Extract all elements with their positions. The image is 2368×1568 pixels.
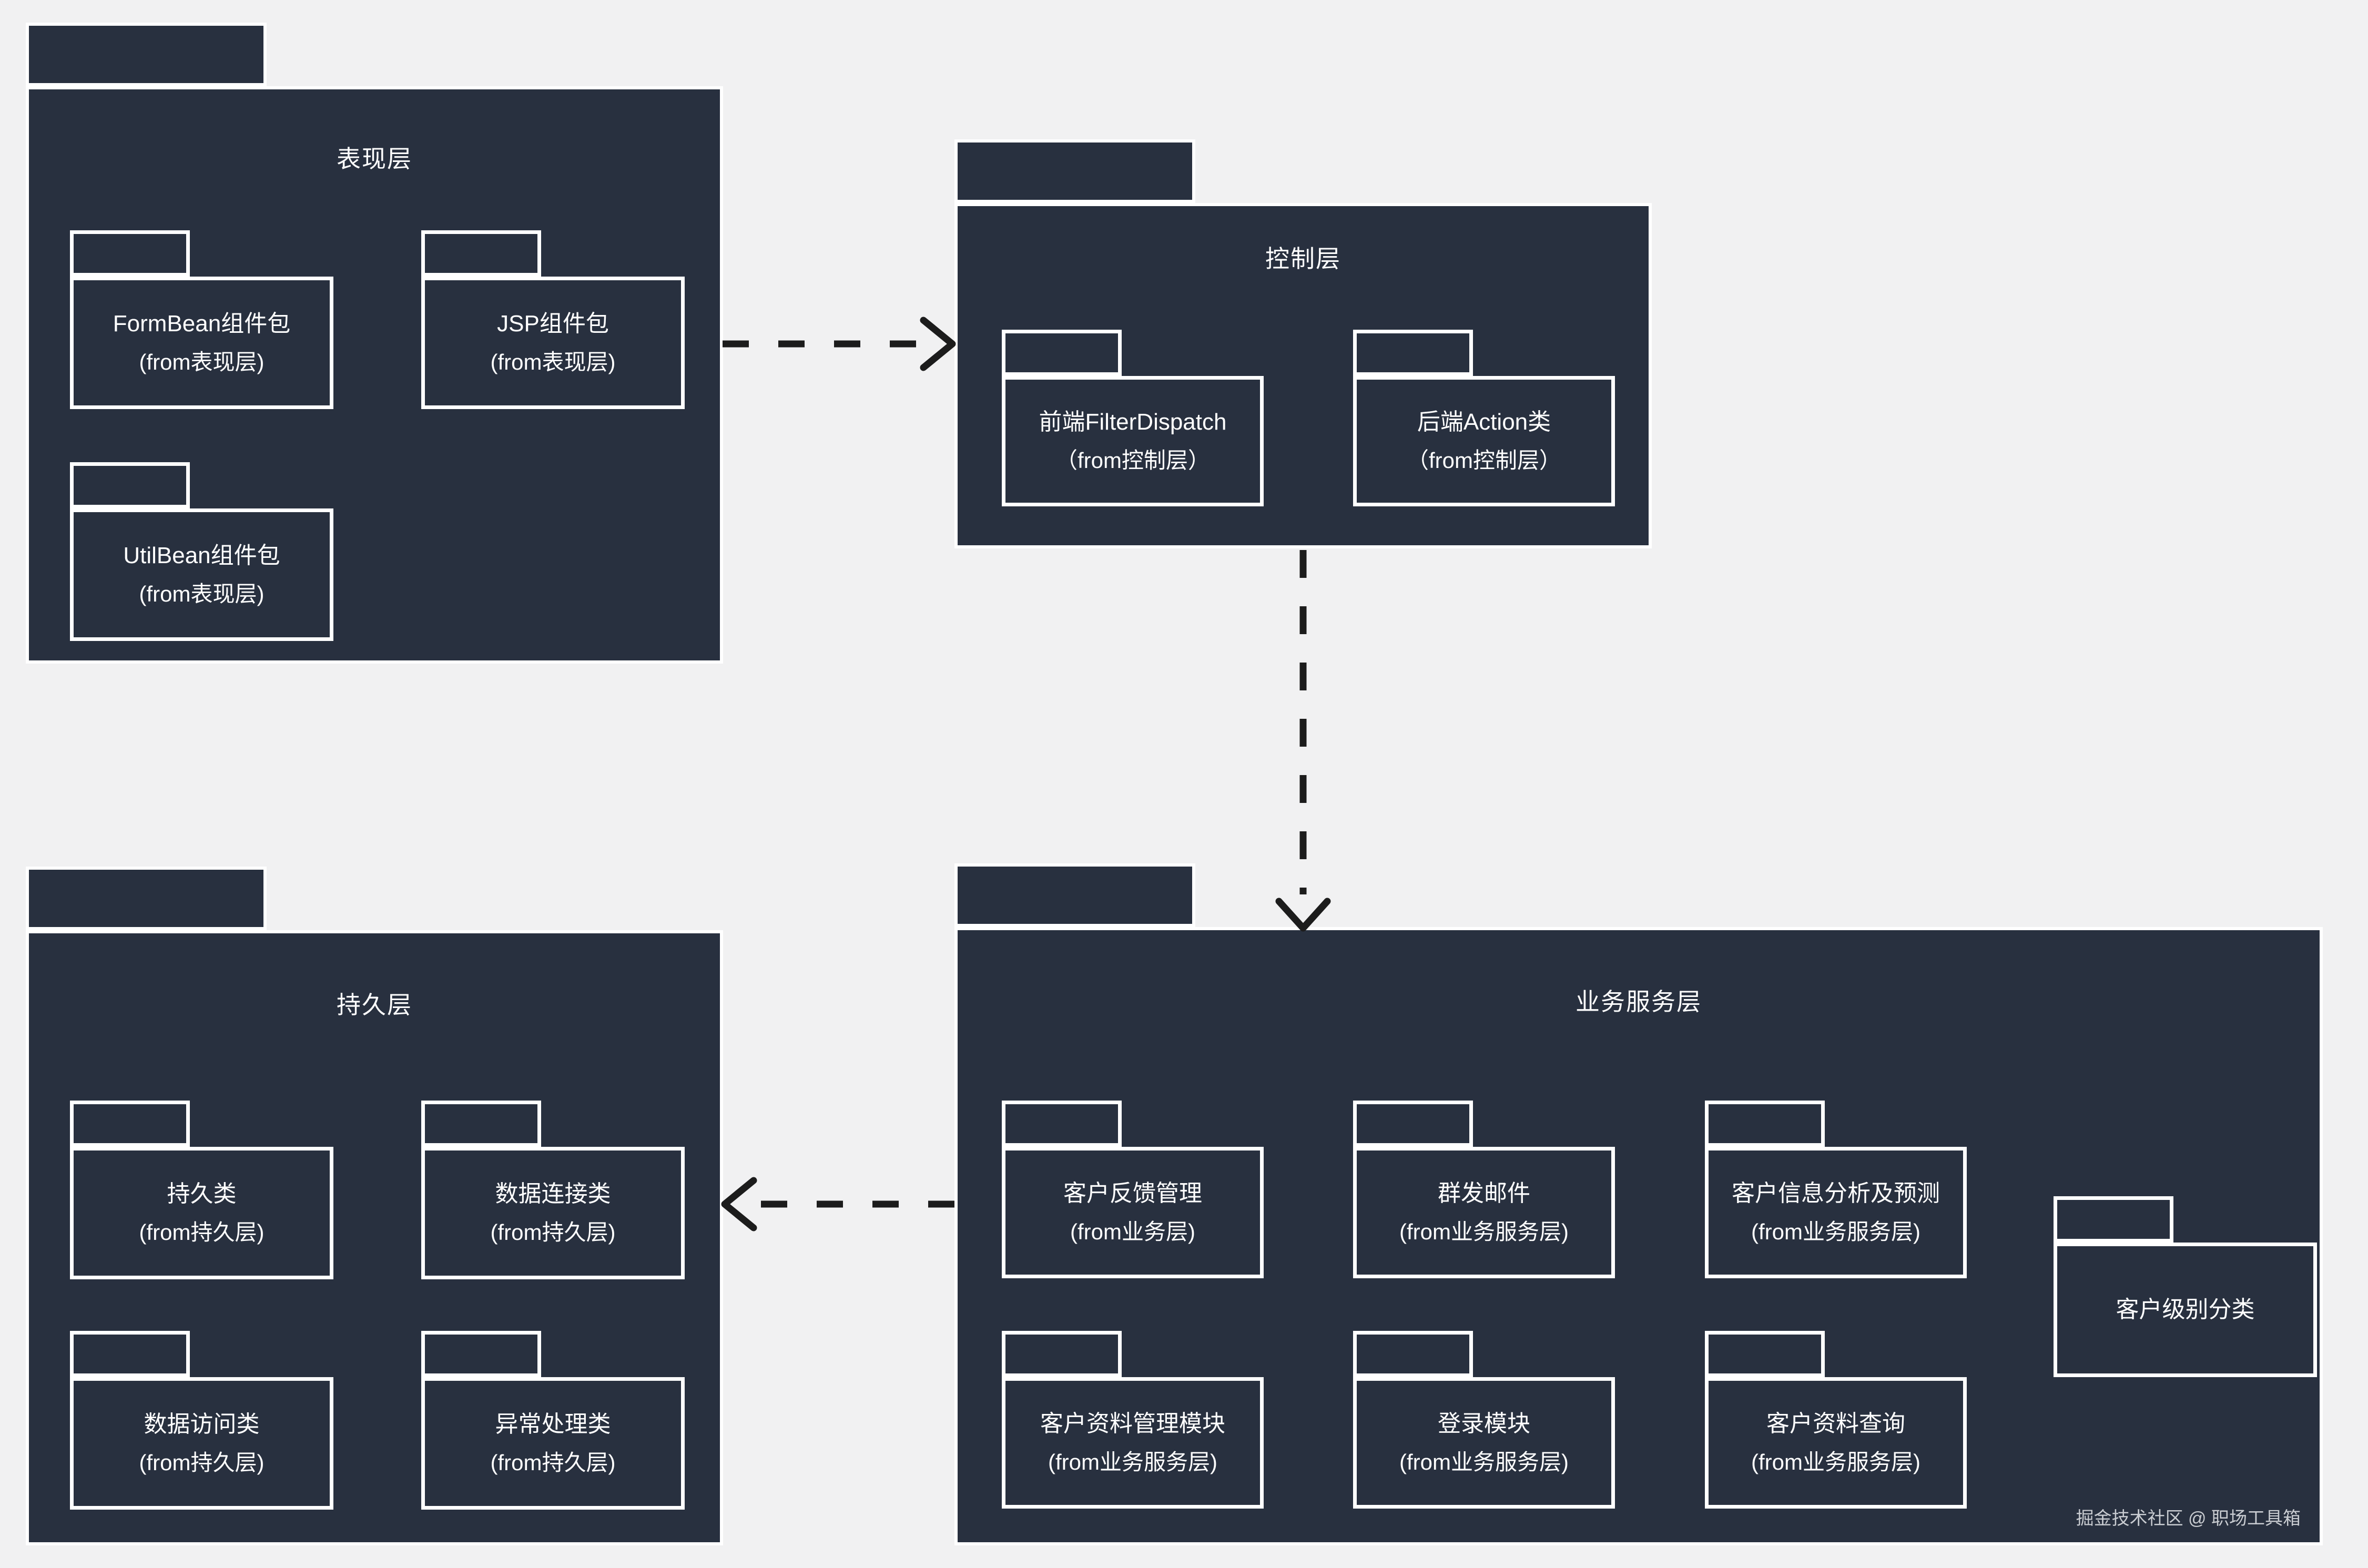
formbean-package-tab — [70, 230, 190, 277]
persistent-class-package: 持久类 (from持久层) — [70, 1147, 333, 1279]
jsp-package: JSP组件包 (from表现层) — [421, 277, 685, 409]
jsp-package-tab — [421, 230, 541, 277]
package-name: 持久类 — [167, 1181, 237, 1207]
data-access-package-tab — [70, 1331, 190, 1377]
package-from: (from持久层) — [139, 1220, 265, 1245]
customer-data-query-package: 客户资料查询 (from业务服务层) — [1705, 1377, 1967, 1509]
package-name: 客户反馈管理 — [1063, 1180, 1202, 1206]
data-access-package: 数据访问类 (from持久层) — [70, 1377, 333, 1510]
package-from: (from业务服务层) — [1048, 1450, 1217, 1474]
login-module-package: 登录模块 (from业务服务层) — [1353, 1377, 1615, 1509]
persistent-class-package-tab — [70, 1101, 190, 1147]
action-package-tab — [1353, 330, 1473, 376]
package-name: 后端Action类 — [1417, 409, 1551, 435]
package-from: (from表现层) — [139, 582, 265, 606]
arrow-control-to-business — [1275, 550, 1331, 932]
business-layer-title: 业务服务层 — [1576, 988, 1702, 1015]
package-from: (from业务服务层) — [1399, 1450, 1569, 1474]
watermark-text: 掘金技术社区 @ 职场工具箱 — [2076, 1509, 2301, 1529]
login-module-package-tab — [1353, 1331, 1473, 1377]
business-layer-tab — [954, 863, 1195, 927]
filterdispatch-package: 前端FilterDispatch （from控制层） — [1002, 376, 1264, 506]
package-from: (from表现层) — [139, 350, 265, 374]
exception-handling-package-tab — [421, 1331, 541, 1377]
package-name: 客户资料管理模块 — [1040, 1411, 1225, 1437]
customer-data-management-package-tab — [1002, 1331, 1122, 1377]
db-connection-package: 数据连接类 (from持久层) — [421, 1147, 685, 1279]
customer-analysis-package-tab — [1705, 1101, 1825, 1147]
action-package: 后端Action类 （from控制层） — [1353, 376, 1615, 506]
business-layer-package: 业务服务层 客户反馈管理 (from业务层) 群发邮件 (from业务服务层) … — [954, 927, 2323, 1545]
package-from: (from业务层) — [1070, 1219, 1195, 1244]
package-name: 数据访问类 — [144, 1411, 260, 1437]
customer-data-query-package-tab — [1705, 1331, 1825, 1377]
utilbean-package: UtilBean组件包 (from表现层) — [70, 508, 333, 641]
package-name: 数据连接类 — [495, 1181, 611, 1207]
package-from: (from持久层) — [490, 1450, 616, 1475]
package-from: （from控制层） — [1055, 448, 1210, 473]
package-from: （from控制层） — [1406, 448, 1561, 473]
package-name: 群发邮件 — [1438, 1180, 1530, 1206]
package-from: (from持久层) — [490, 1220, 616, 1245]
package-name: 客户级别分类 — [2116, 1297, 2255, 1322]
customer-feedback-package: 客户反馈管理 (from业务层) — [1002, 1147, 1264, 1278]
exception-handling-package: 异常处理类 (from持久层) — [421, 1377, 685, 1510]
control-layer-title: 控制层 — [1265, 245, 1341, 272]
control-layer-tab — [954, 139, 1195, 203]
package-name: 异常处理类 — [495, 1411, 611, 1437]
customer-level-package: 客户级别分类 — [2054, 1243, 2317, 1377]
utilbean-package-tab — [70, 462, 190, 508]
package-name: FormBean组件包 — [113, 311, 291, 337]
arrow-business-to-persistence — [721, 1177, 954, 1231]
customer-data-management-package: 客户资料管理模块 (from业务服务层) — [1002, 1377, 1264, 1509]
customer-analysis-package: 客户信息分析及预测 (from业务服务层) — [1705, 1147, 1967, 1278]
package-from: (from业务服务层) — [1751, 1219, 1920, 1244]
customer-level-package-tab — [2054, 1196, 2173, 1243]
filterdispatch-package-tab — [1002, 330, 1122, 376]
presentation-layer-package: 表现层 FormBean组件包 (from表现层) JSP组件包 (from表现… — [26, 86, 723, 664]
package-from: (from持久层) — [139, 1450, 265, 1475]
package-name: 客户信息分析及预测 — [1732, 1180, 1940, 1206]
package-from: (from业务服务层) — [1751, 1450, 1920, 1474]
customer-feedback-package-tab — [1002, 1101, 1122, 1147]
db-connection-package-tab — [421, 1101, 541, 1147]
package-name: 客户资料查询 — [1766, 1411, 1905, 1437]
control-layer-package: 控制层 前端FilterDispatch （from控制层） 后端Action类… — [954, 203, 1652, 548]
mass-mail-package-tab — [1353, 1101, 1473, 1147]
package-name: 登录模块 — [1438, 1411, 1530, 1437]
arrow-presentation-to-control — [723, 317, 956, 371]
formbean-package: FormBean组件包 (from表现层) — [70, 277, 333, 409]
persistence-layer-tab — [26, 867, 267, 930]
package-from: (from业务服务层) — [1399, 1219, 1569, 1244]
persistence-layer-title: 持久层 — [337, 991, 412, 1019]
persistence-layer-package: 持久层 持久类 (from持久层) 数据连接类 (from持久层) 数据访问类 … — [26, 930, 723, 1545]
presentation-layer-title: 表现层 — [337, 145, 412, 172]
package-from: (from表现层) — [490, 350, 616, 374]
package-name: 前端FilterDispatch — [1039, 409, 1227, 435]
mass-mail-package: 群发邮件 (from业务服务层) — [1353, 1147, 1615, 1278]
presentation-layer-tab — [26, 23, 267, 86]
package-name: UtilBean组件包 — [123, 543, 280, 568]
package-name: JSP组件包 — [497, 311, 609, 337]
